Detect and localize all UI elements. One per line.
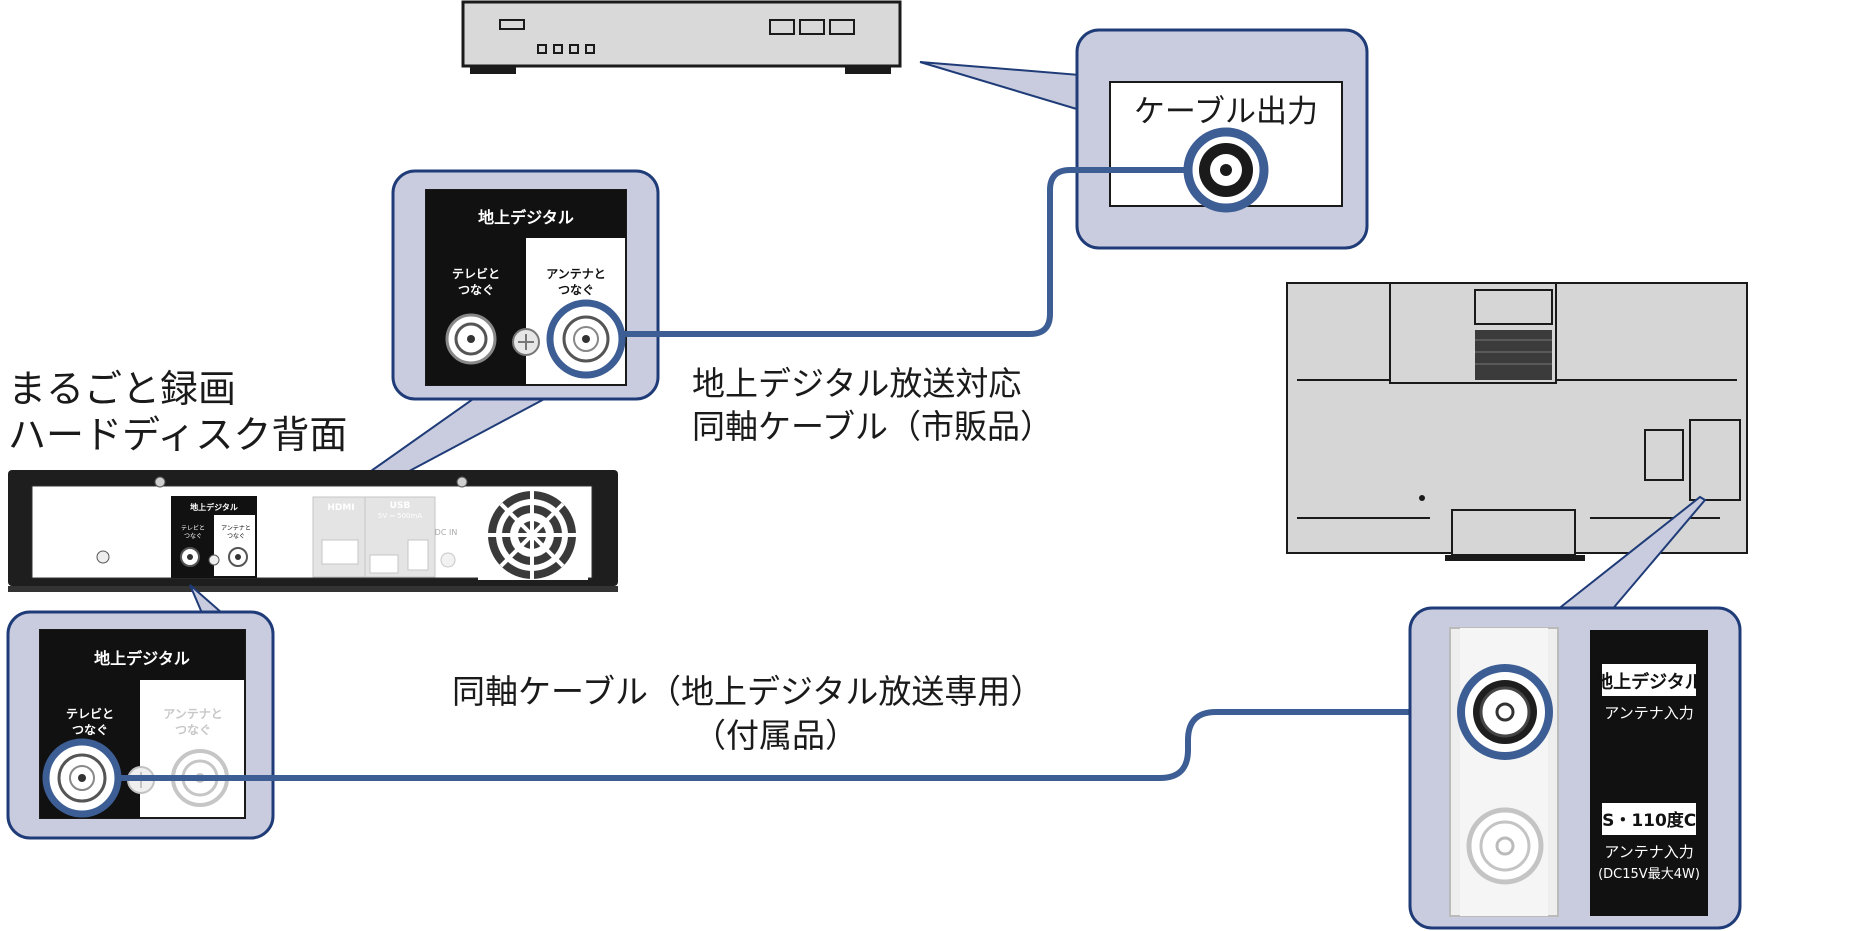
tv-rear-view — [1286, 282, 1748, 561]
cable-label-top-line2: 同軸ケーブル（市販品） — [692, 407, 1053, 446]
panel-right-port-label-2: つなぐ — [227, 533, 245, 540]
callout-top-tv-jack-icon — [445, 313, 497, 365]
panel-usb-label: USB — [390, 501, 411, 511]
callout-bottom-left-port-label-2: つなぐ — [72, 723, 108, 737]
tv-terrestrial-sub: アンテナ入力 — [1604, 704, 1693, 722]
panel-left-port-label-1: テレビと — [181, 524, 205, 532]
cable-output-callout: ケーブル出力 — [919, 28, 1369, 250]
panel-dc-in-label: DC IN — [435, 528, 458, 537]
coax-cable-bottom — [118, 709, 1500, 781]
panel-digital-header: 地上デジタル — [190, 502, 238, 512]
panel-right-port-label-1: アンテナと — [221, 525, 251, 532]
recorder-title-line1: まるごと録画 — [8, 367, 236, 411]
callout-top-antenna-jack-icon — [546, 299, 626, 379]
panel-left-port-label-2: つなぐ — [184, 533, 202, 540]
callout-top-screw-icon — [512, 328, 540, 356]
tv-terrestrial-jack-icon — [1457, 664, 1553, 760]
panel-hdmi-label: HDMI — [327, 503, 354, 513]
tv-bs-power: (DC15V最大4W) — [1598, 867, 1700, 882]
callout-top-header: 地上デジタル — [478, 208, 574, 227]
callout-top-right-port-label-2: つなぐ — [558, 283, 594, 297]
recorder-tv-callout: 地上デジタル テレビと つなぐ アンテナと つなぐ — [6, 584, 275, 840]
coax-cable-top — [624, 167, 1190, 337]
cable-label-top-line1: 地上デジタル放送対応 — [692, 364, 1021, 403]
recorder-title-line2: ハードディスク背面 — [8, 413, 347, 457]
callout-bottom-header: 地上デジタル — [94, 649, 190, 668]
callout-bottom-right-port-label-1: アンテナと — [163, 707, 223, 721]
tv-bs-sub: アンテナ入力 — [1604, 843, 1693, 861]
cable-output-label: ケーブル出力 — [1134, 94, 1318, 130]
callout-bottom-right-port-label-2: つなぐ — [175, 723, 211, 737]
cable-box-device — [461, 0, 902, 74]
tv-bs-jack-icon — [1466, 807, 1544, 885]
panel-usb-rating: 5V ⎓ 500mA — [378, 512, 422, 520]
recorder-rear-panel: 地上デジタル テレビと つなぐ アンテナと つなぐ HDMI USB 5V ⎓ … — [8, 470, 618, 592]
cable-label-bottom-line1: 同軸ケーブル（地上デジタル放送専用） — [452, 672, 1043, 711]
callout-top-right-port-label-1: アンテナと — [546, 267, 606, 281]
tv-bs-badge: BS・110度CS — [1589, 810, 1709, 831]
callout-bottom-left-port-label-1: テレビと — [66, 706, 114, 721]
callout-bottom-tv-jack-icon — [42, 738, 122, 818]
cable-label-bottom-line2: （付属品） — [693, 716, 858, 755]
tv-terrestrial-badge: 地上デジタル — [1595, 671, 1703, 693]
callout-top-left-port-label-1: テレビと — [452, 266, 500, 281]
fan-grille-icon — [478, 490, 588, 580]
callout-top-left-port-label-2: つなぐ — [458, 283, 494, 297]
tv-antenna-callout: 地上デジタル アンテナ入力 BS・110度CS アンテナ入力 (DC15V最大4… — [1408, 495, 1742, 930]
cable-output-jack-icon — [1183, 127, 1269, 213]
